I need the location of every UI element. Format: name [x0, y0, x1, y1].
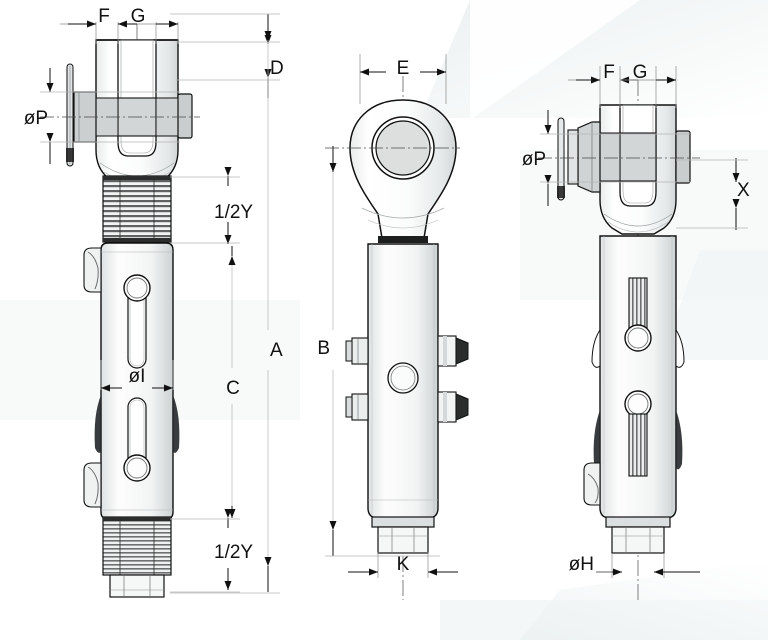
body-slot-lower: [123, 397, 151, 482]
dim-label-B: B: [317, 338, 330, 359]
dimension-labels-left: F G D øP 1/2Y A C øI 1/2Y: [24, 6, 284, 563]
front-view-clevis-left: F G D øP 1/2Y A C øI 1/2Y: [24, 6, 284, 600]
bolt-right-upper: [437, 335, 469, 367]
bolt-left-upper: [345, 337, 369, 365]
body-barrel-middle: [345, 243, 469, 519]
bottom-stud-middle: [371, 516, 435, 554]
body-barrel-right: [583, 235, 685, 519]
dimension-group-left: [40, 13, 280, 594]
dim-label-F-right: F: [603, 62, 615, 83]
dimension-group-right: [538, 66, 748, 578]
dim-label-F: F: [98, 6, 110, 27]
dim-label-D: D: [270, 58, 284, 79]
bolt-left-lower: [345, 393, 369, 421]
clevis-fork-right: [557, 104, 691, 235]
dim-label-oP-right: øP: [522, 149, 546, 170]
dimension-group-middle: [325, 54, 460, 578]
dim-label-half-y-top: 1/2Y: [214, 202, 253, 223]
dimension-labels-middle: E B K: [317, 58, 409, 575]
bolt-right-lower: [437, 391, 469, 423]
dim-label-X: X: [737, 180, 750, 201]
dim-label-G: G: [131, 6, 146, 27]
upper-threaded-shank: [102, 175, 172, 243]
dim-label-oP: øP: [24, 108, 48, 129]
side-view-clevis-right: F G øP X øH: [522, 62, 750, 600]
dim-label-half-y-bottom: 1/2Y: [214, 542, 253, 563]
eye-end: [349, 99, 457, 245]
body-barrel: [83, 242, 180, 520]
dim-label-K: K: [397, 554, 410, 575]
dim-label-oH: øH: [569, 554, 594, 575]
bottom-stud-right: [605, 516, 671, 554]
dim-label-oI: øI: [129, 366, 146, 387]
dim-label-G-right: G: [633, 62, 648, 83]
dimension-labels-right: F G øP X øH: [522, 62, 750, 575]
dim-label-C: C: [226, 378, 240, 399]
body-slot-upper: [123, 274, 151, 369]
lower-threaded-shank: [102, 516, 172, 598]
dim-label-A: A: [270, 340, 283, 361]
dim-label-E: E: [397, 58, 410, 79]
side-view-eye-middle: E B K: [317, 54, 469, 600]
